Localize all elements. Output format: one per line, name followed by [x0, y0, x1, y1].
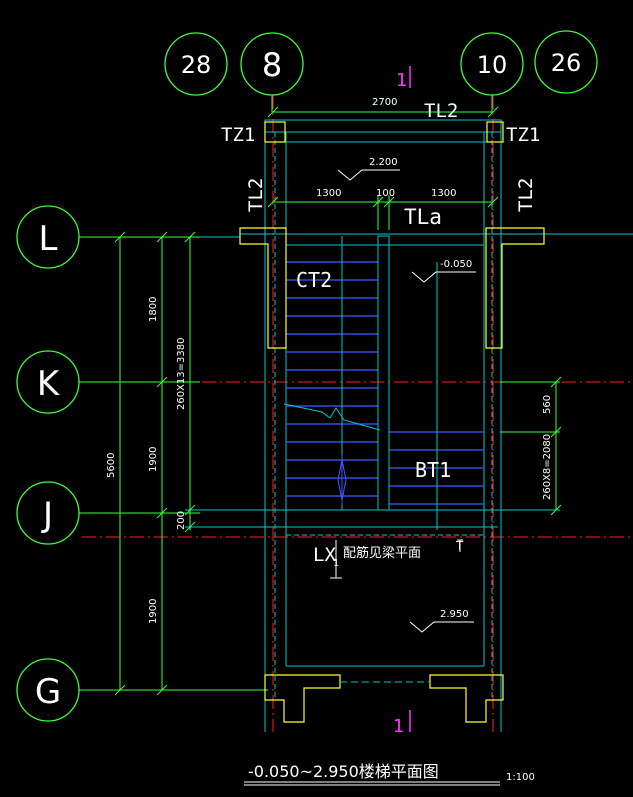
- columns-yellow: [239, 121, 545, 723]
- axis-label-G: G: [35, 672, 61, 712]
- label-lx-note: 配筋见梁平面: [343, 545, 421, 561]
- dim-260x13: 260X13=3380: [176, 338, 187, 411]
- dim-100: 100: [376, 188, 395, 199]
- axis-label-K: K: [37, 364, 61, 404]
- section-mark-bottom: 1: [393, 716, 404, 737]
- label-tz1-left: TZ1: [221, 124, 255, 146]
- title-underline: [244, 781, 500, 786]
- axis-label-28: 28: [181, 51, 212, 79]
- label-lx: LX: [313, 544, 336, 566]
- dim-560: 560: [542, 395, 553, 414]
- drawing-scale: 1:100: [506, 772, 535, 783]
- axis-label-10: 10: [477, 51, 508, 79]
- stair-break-line: [283, 403, 381, 431]
- dim-1300-left: 1300: [316, 188, 341, 199]
- dim-1900-a: 1900: [148, 447, 159, 472]
- beam-dashed-lines: [274, 132, 493, 700]
- label-ct2: CT2: [296, 268, 332, 292]
- label-lx-sub: 1: [333, 558, 339, 569]
- stair-treads-left: [286, 261, 378, 497]
- dim-1300-right: 1300: [431, 188, 456, 199]
- label-tl2-right-side: TL2: [515, 178, 537, 212]
- label-bt1: BT1: [415, 458, 451, 482]
- label-t-mark: T: [455, 539, 464, 553]
- dim-200: 200: [176, 511, 187, 530]
- axis-label-8: 8: [262, 46, 282, 84]
- axis-label-26: 26: [551, 49, 582, 77]
- label-tl2-left-side: TL2: [245, 178, 267, 212]
- axis-label-L: L: [39, 219, 58, 259]
- elevation-2950: 2.950: [440, 609, 469, 620]
- dim-5600: 5600: [106, 453, 117, 478]
- elevation-minus0050: -0.050: [440, 259, 472, 270]
- lx-marker: [330, 539, 463, 579]
- dim-2700: 2700: [372, 97, 397, 108]
- dim-1800: 1800: [148, 297, 159, 322]
- label-tla: TLa: [404, 205, 442, 229]
- direction-arrow: [337, 455, 347, 505]
- axis-label-J: J: [41, 495, 53, 535]
- axis-bubbles-left: [16, 205, 80, 722]
- label-tl2-top: TL2: [424, 100, 458, 122]
- dim-260x8: 260X8=2080: [542, 434, 553, 500]
- dimension-lines: [114, 106, 562, 696]
- label-tz1-right: TZ1: [506, 124, 540, 146]
- dim-1900-b: 1900: [148, 599, 159, 624]
- section-mark-top: 1: [396, 70, 407, 91]
- axis-bubbles-top: [164, 30, 598, 96]
- drawing-title: -0.050~2.950楼梯平面图: [248, 762, 439, 781]
- elevation-markers: [337, 169, 476, 633]
- elevation-2200: 2.200: [369, 157, 398, 168]
